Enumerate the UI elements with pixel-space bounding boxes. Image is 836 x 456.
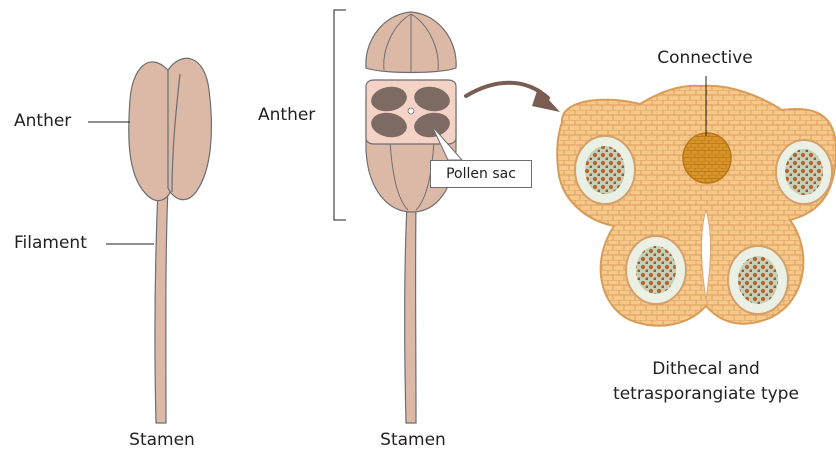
label-connective: Connective bbox=[640, 50, 770, 67]
caption-line-1: Dithecal and bbox=[606, 361, 806, 378]
filament-shape bbox=[155, 188, 168, 423]
label-anther-left: Anther bbox=[14, 113, 71, 130]
anther-cross-section-tissue bbox=[557, 76, 836, 326]
caption-line-2: tetrasporangiate type bbox=[586, 386, 826, 403]
anther-bracket bbox=[334, 10, 346, 220]
anther-left-lobe bbox=[129, 62, 172, 201]
label-stamen-left: Stamen bbox=[112, 432, 212, 449]
label-anther-middle: Anther bbox=[258, 107, 315, 124]
middle-stamen bbox=[334, 10, 462, 423]
curved-arrow bbox=[466, 83, 560, 112]
left-stamen bbox=[88, 58, 211, 423]
label-filament: Filament bbox=[14, 235, 87, 252]
connective-tissue bbox=[683, 133, 731, 183]
label-stamen-middle: Stamen bbox=[363, 432, 463, 449]
label-pollen-sac: Pollen sac bbox=[430, 160, 532, 188]
